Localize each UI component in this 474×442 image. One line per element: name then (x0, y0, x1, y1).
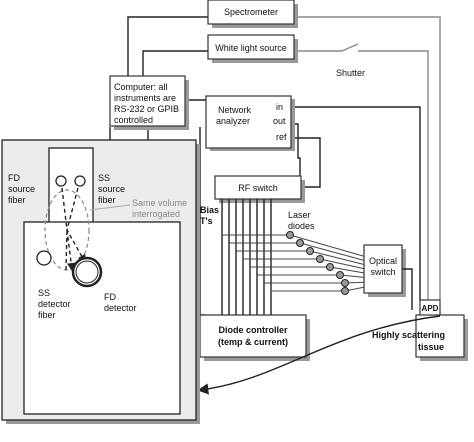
apd-label: APD (422, 304, 439, 313)
laser-diode-dot (326, 263, 334, 271)
fd-detector-inner (75, 260, 99, 284)
diode-controller-label-2: (temp & current) (218, 337, 288, 347)
computer-box (109, 75, 186, 127)
spectrometer-box (207, 0, 295, 25)
spectrometer-computer-line (127, 16, 208, 78)
na-in-line (290, 106, 421, 300)
network-analyzer-label-2: analyzer (216, 116, 250, 126)
ss-detector-label-1: SS (38, 288, 50, 298)
laser-diode-dot (341, 279, 349, 287)
fd-source-fiber-icon (55, 175, 67, 187)
laser-diodes-label-1: Laser (288, 210, 311, 220)
laser-diode-dot (341, 287, 349, 295)
shutter-label: Shutter (336, 68, 365, 78)
same-volume-label-1: Same volume (132, 198, 187, 208)
na-ref-line (290, 137, 321, 188)
optical-switch-label-2: switch (370, 267, 395, 277)
optical-switch-output-line (402, 268, 413, 310)
tissue-return-line (197, 315, 441, 395)
whitelight-computer-line (142, 50, 208, 78)
white-light-source-box (207, 34, 295, 60)
tissue-label-2: tissue (418, 342, 444, 352)
rf-switch-box (214, 175, 302, 200)
fd-detector-label-1: FD (104, 292, 116, 302)
fd-detector-icon (71, 256, 103, 288)
ss-source-label-3: fiber (98, 195, 116, 205)
diode-controller-box (199, 314, 307, 358)
tissue-label-1: Highly scattering (372, 330, 445, 340)
tissue-box (415, 314, 465, 358)
computer-label-1: Computer: all (114, 82, 168, 92)
fd-source-label-3: fiber (8, 195, 26, 205)
ss-detector-label-3: fiber (38, 310, 56, 320)
ss-source-label-1: SS (98, 173, 110, 183)
computer-label-3: RS-232 or GPIB (114, 104, 179, 114)
computer-label-2: instruments are (114, 93, 176, 103)
laser-diode-dot (316, 255, 324, 263)
laser-diode-dot (336, 271, 344, 279)
diode-controller-label-1: Diode controller (218, 325, 288, 335)
fd-source-label-2: source (8, 184, 35, 194)
laser-diode-rows (222, 231, 371, 295)
laser-diode-dot (286, 231, 294, 239)
na-out-label: out (273, 116, 286, 126)
bias-tee-lines (221, 199, 272, 315)
fd-source-label-1: FD (8, 173, 20, 183)
computer-label-4: controlled (114, 115, 153, 125)
spectrometer-label: Spectrometer (224, 7, 278, 17)
ss-detector-fiber-icon (36, 250, 52, 266)
network-analyzer-box (205, 95, 292, 149)
ss-light-path (66, 187, 86, 264)
network-analyzer-label-1: Network (218, 105, 252, 115)
same-volume-label-2: interrogated (132, 209, 180, 219)
na-out-line (290, 123, 301, 180)
ss-source-label-2: source (98, 184, 125, 194)
laser-diodes-label-2: diodes (288, 221, 315, 231)
ss-detector-label-2: detector (38, 299, 71, 309)
laser-diode-dot (296, 239, 304, 247)
fd-detector-label-2: detector (104, 303, 137, 313)
shutter-blade (341, 43, 359, 52)
ss-source-fiber-icon (74, 175, 86, 187)
na-ref-label: ref (276, 132, 287, 142)
bias-tees-label-2: T's (200, 216, 213, 226)
laser-diode-dot (306, 247, 314, 255)
rf-switch-label: RF switch (238, 183, 278, 193)
na-in-label: in (276, 102, 283, 112)
shutter-to-tissue-line (358, 50, 429, 300)
white-light-source-label: White light source (215, 43, 287, 53)
spectrometer-fiber-line (293, 16, 441, 300)
bias-tees-label-1: Bias (200, 205, 219, 215)
same-volume-pointer (89, 204, 131, 211)
optical-switch-label-1: Optical (369, 256, 397, 266)
